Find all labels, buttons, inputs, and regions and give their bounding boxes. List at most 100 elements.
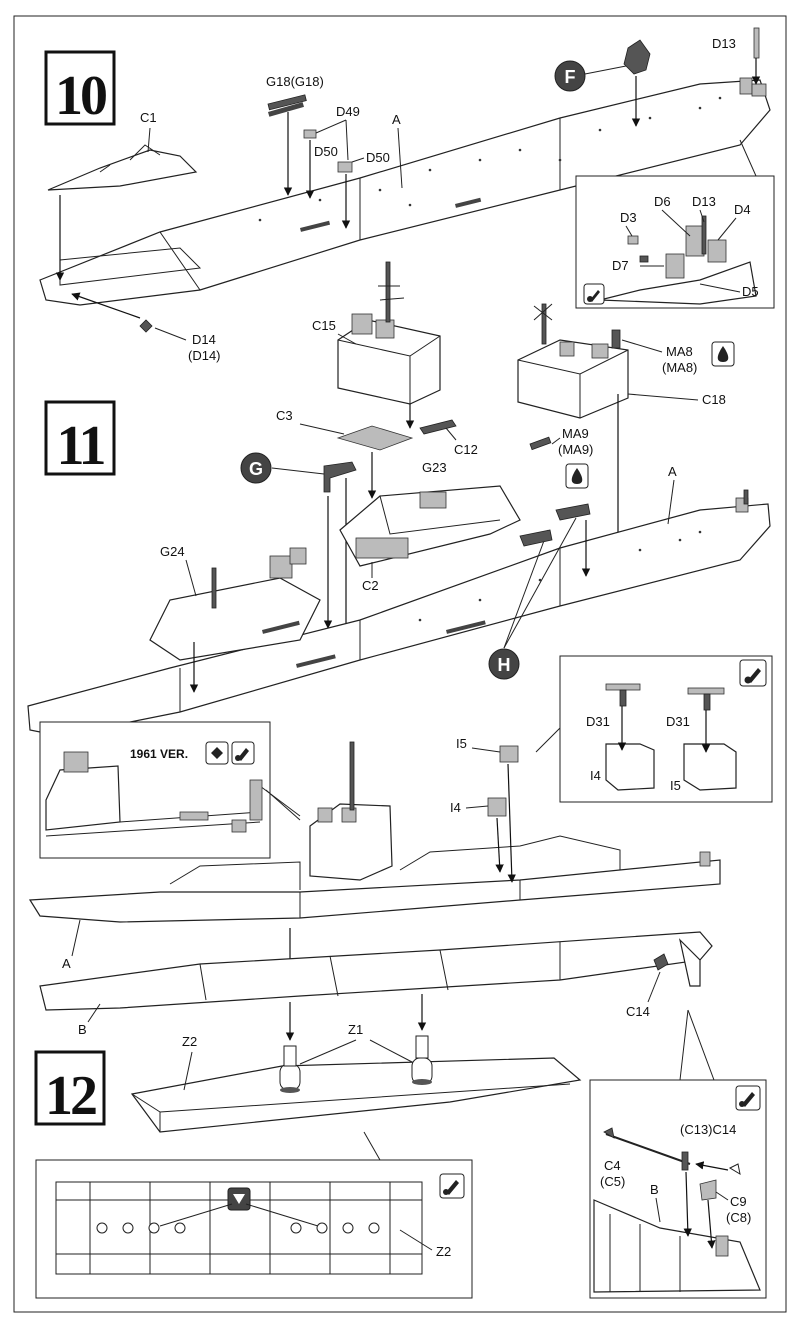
- inset-step-10: D6 D13 D4 D3 D7 D5: [575, 139, 775, 309]
- paint-icon-d31: [739, 659, 767, 687]
- paint-icon-z2: [439, 1173, 465, 1199]
- step-10-number: 10: [55, 65, 106, 127]
- swap-icon: [205, 741, 229, 765]
- glue-icon-ma8: [711, 341, 735, 367]
- svg-text:G: G: [249, 459, 263, 479]
- step-11: 11 C15 C3 C12 G: [27, 261, 773, 859]
- label-c8: (C8): [726, 1210, 751, 1225]
- label-g23: G23: [422, 460, 447, 475]
- part-ma8: [611, 329, 621, 349]
- label-z2: Z2: [182, 1034, 197, 1049]
- label-c12: C12: [454, 442, 478, 457]
- label-a-step12: A: [62, 956, 71, 971]
- paint-icon-prop: [735, 1085, 761, 1111]
- label-i4: I4: [450, 800, 461, 815]
- callout-g: [240, 452, 272, 484]
- part-c1: [47, 149, 198, 191]
- label-c18: C18: [702, 392, 726, 407]
- part-b: [39, 931, 713, 1011]
- part-d50: [337, 161, 353, 173]
- label-d31-b: D31: [666, 714, 690, 729]
- label-d4: D4: [734, 202, 751, 217]
- part-c14-prop: [728, 1163, 741, 1176]
- label-c9: C9: [730, 1194, 747, 1209]
- label-d13-inset: D13: [692, 194, 716, 209]
- label-c3: C3: [276, 408, 293, 423]
- label-d31-a: D31: [586, 714, 610, 729]
- svg-text:F: F: [565, 67, 576, 87]
- label-i4-inset: I4: [590, 768, 601, 783]
- part-c4: [603, 1127, 615, 1139]
- part-g: [323, 461, 357, 493]
- label-a-step11: A: [668, 464, 677, 479]
- inset-propeller: (C13)C14 C4 (C5) B C9 (C8): [589, 1009, 767, 1299]
- part-c12: [419, 419, 457, 435]
- part-z1-right: [411, 1035, 433, 1085]
- label-ma8: MA8: [666, 344, 693, 359]
- part-z2-base: [130, 1057, 582, 1133]
- step-10: 10 C1 G18(G18: [39, 27, 775, 363]
- label-c5: (C5): [600, 1174, 625, 1189]
- paint-icon-1961: [231, 741, 255, 765]
- part-c3: [336, 425, 414, 451]
- assembled-ship: I5 I4 A B C14: [28, 736, 721, 1037]
- label-d14: D14: [192, 332, 216, 347]
- label-i5: I5: [456, 736, 467, 751]
- part-g18: [267, 94, 307, 111]
- label-b: B: [78, 1022, 87, 1037]
- part-i5: [499, 745, 519, 763]
- svg-text:H: H: [498, 655, 511, 675]
- part-d14: [139, 319, 153, 333]
- label-i5-inset: I5: [670, 778, 681, 793]
- label-d13-top: D13: [712, 36, 736, 51]
- step-12-box: [34, 1050, 106, 1126]
- label-d14-paren: (D14): [188, 348, 221, 363]
- label-ma9-paren: (MA9): [558, 442, 593, 457]
- part-h-a: [519, 529, 553, 547]
- step-10-box: [44, 50, 116, 126]
- label-g24: G24: [160, 544, 185, 559]
- label-ma9: MA9: [562, 426, 589, 441]
- label-ma8-paren: (MA8): [662, 360, 697, 375]
- part-z1-left: [279, 1045, 301, 1093]
- part-f: [623, 39, 651, 75]
- label-c13-c14: (C13)C14: [680, 1122, 736, 1137]
- label-d3: D3: [620, 210, 637, 225]
- hull-step-11: [27, 485, 771, 737]
- step-12-number: 12: [45, 1065, 96, 1127]
- label-c14: C14: [626, 1004, 650, 1019]
- label-d50-b: D50: [366, 150, 390, 165]
- part-c15: [337, 261, 441, 405]
- inset-1961-version: 1961 VER.: [39, 721, 301, 859]
- paint-icon: [583, 283, 605, 305]
- label-c1: C1: [140, 110, 157, 125]
- inset-z2-bottom: Z2: [35, 1131, 473, 1299]
- label-d50-a: D50: [314, 144, 338, 159]
- part-c9: [699, 1179, 717, 1201]
- part-d13: [753, 27, 760, 59]
- label-g18: G18(G18): [266, 74, 324, 89]
- label-c4: C4: [604, 1158, 621, 1173]
- part-ma9: [529, 436, 552, 451]
- part-c14: [653, 953, 669, 971]
- label-c2: C2: [362, 578, 379, 593]
- part-c18: [517, 303, 629, 419]
- callout-f: [554, 60, 586, 92]
- step-11-box: [44, 400, 116, 476]
- part-d49: [303, 129, 317, 139]
- label-d6: D6: [654, 194, 671, 209]
- page-border: [13, 15, 787, 1313]
- label-d7: D7: [612, 258, 629, 273]
- callout-h: [488, 648, 520, 680]
- part-i4: [487, 797, 507, 817]
- label-a-step10: A: [392, 112, 401, 127]
- version-note: 1961 VER.: [130, 747, 188, 761]
- hull-step-10: [39, 77, 771, 306]
- label-c15: C15: [312, 318, 336, 333]
- label-d49: D49: [336, 104, 360, 119]
- part-h-b: [555, 503, 591, 521]
- label-d5: D5: [742, 284, 759, 299]
- inset-d31: D31 D31 I4 I5: [535, 655, 773, 803]
